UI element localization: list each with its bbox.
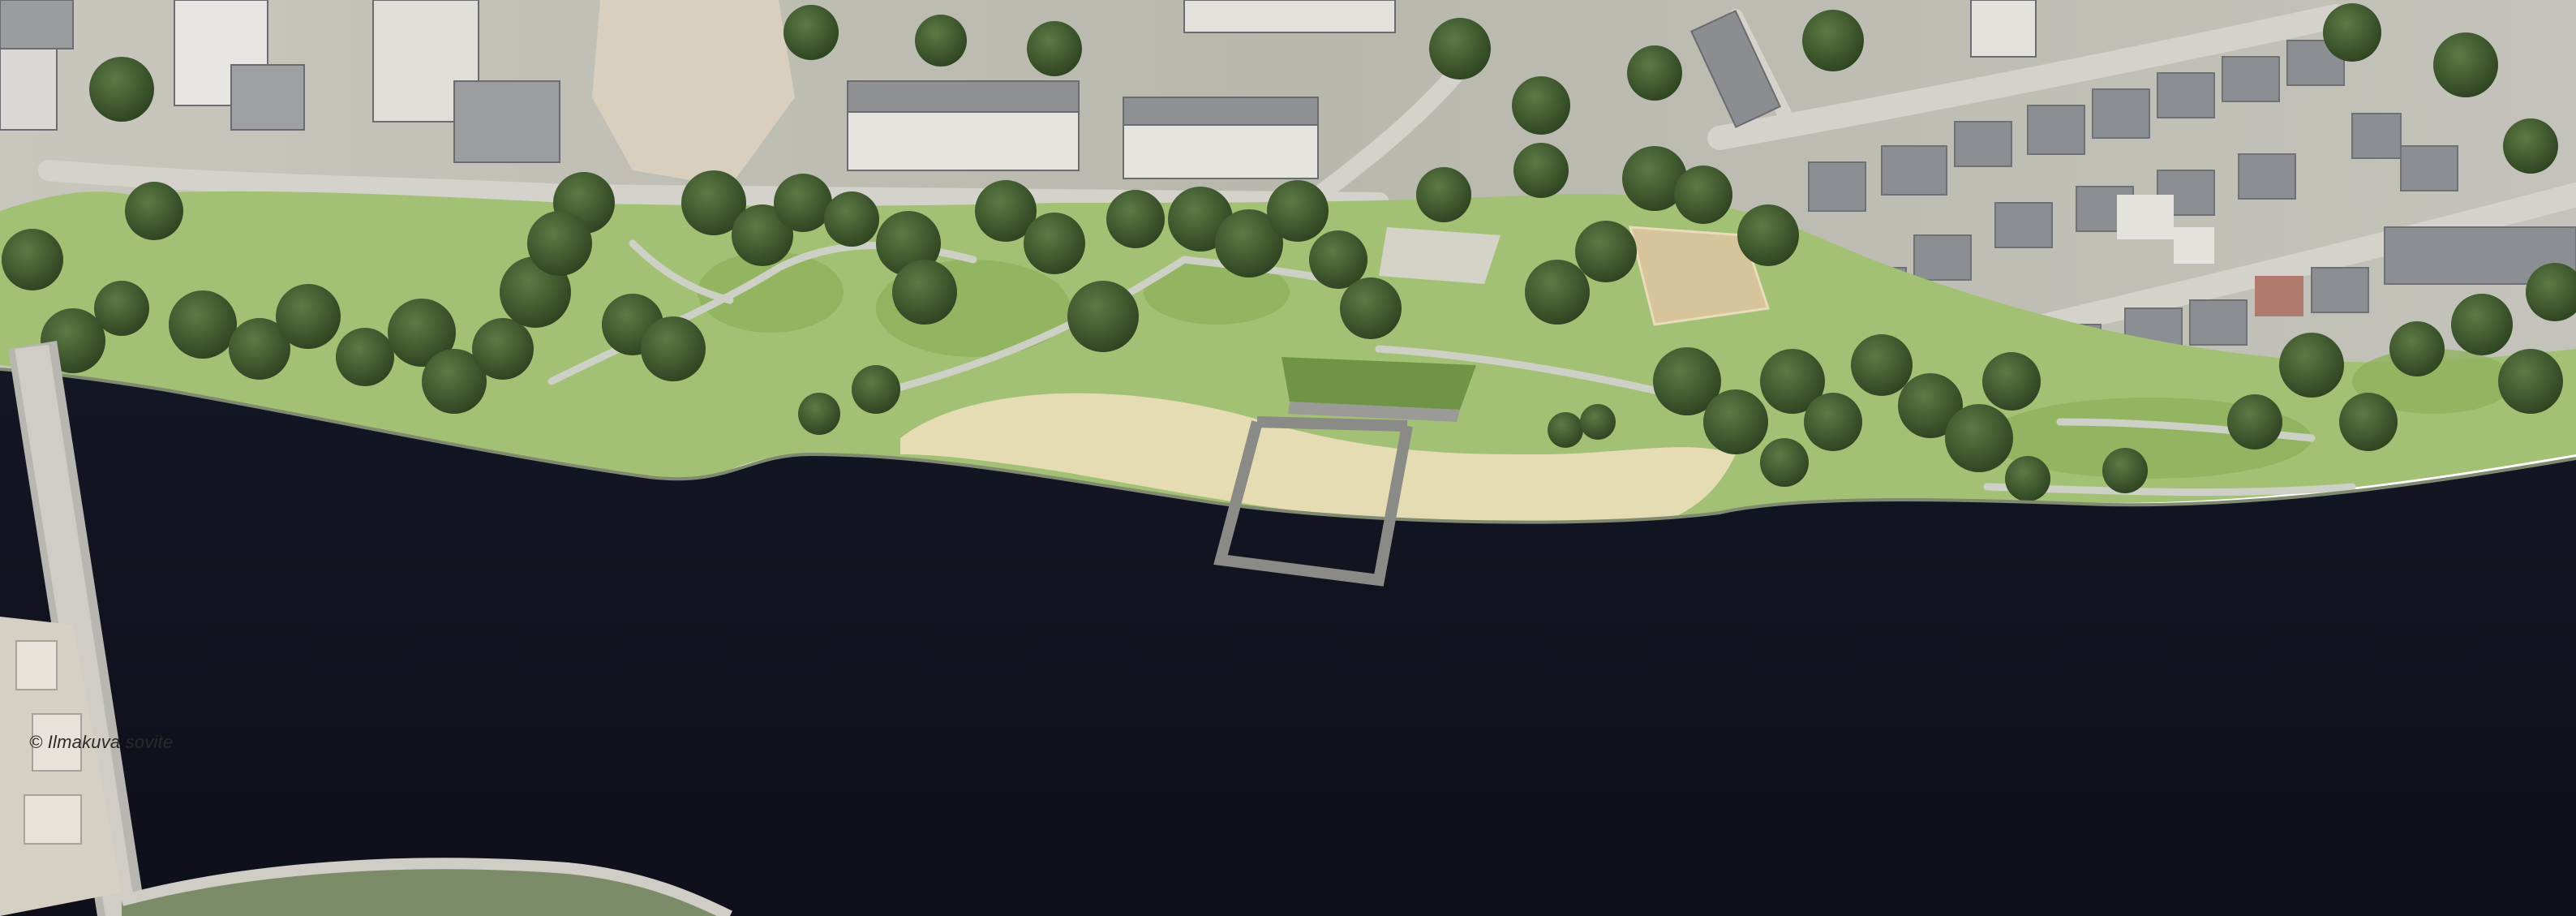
pier (1213, 416, 1413, 587)
bridge (8, 341, 146, 916)
beach (900, 393, 1736, 525)
industrial-structure (0, 617, 122, 916)
plaza (1379, 227, 1501, 284)
image-caption: © Ilmakuva sovite (29, 732, 173, 753)
copyright-symbol: © (29, 732, 43, 752)
construction-site (592, 0, 795, 187)
river (0, 369, 2576, 916)
pavilion (1282, 357, 1476, 422)
shoreline (0, 368, 2576, 524)
bottom-shore (120, 858, 733, 916)
sports-field (1629, 226, 1770, 326)
caption-text: Ilmakuva sovite (47, 732, 174, 752)
apartment-blocks (0, 0, 2037, 277)
